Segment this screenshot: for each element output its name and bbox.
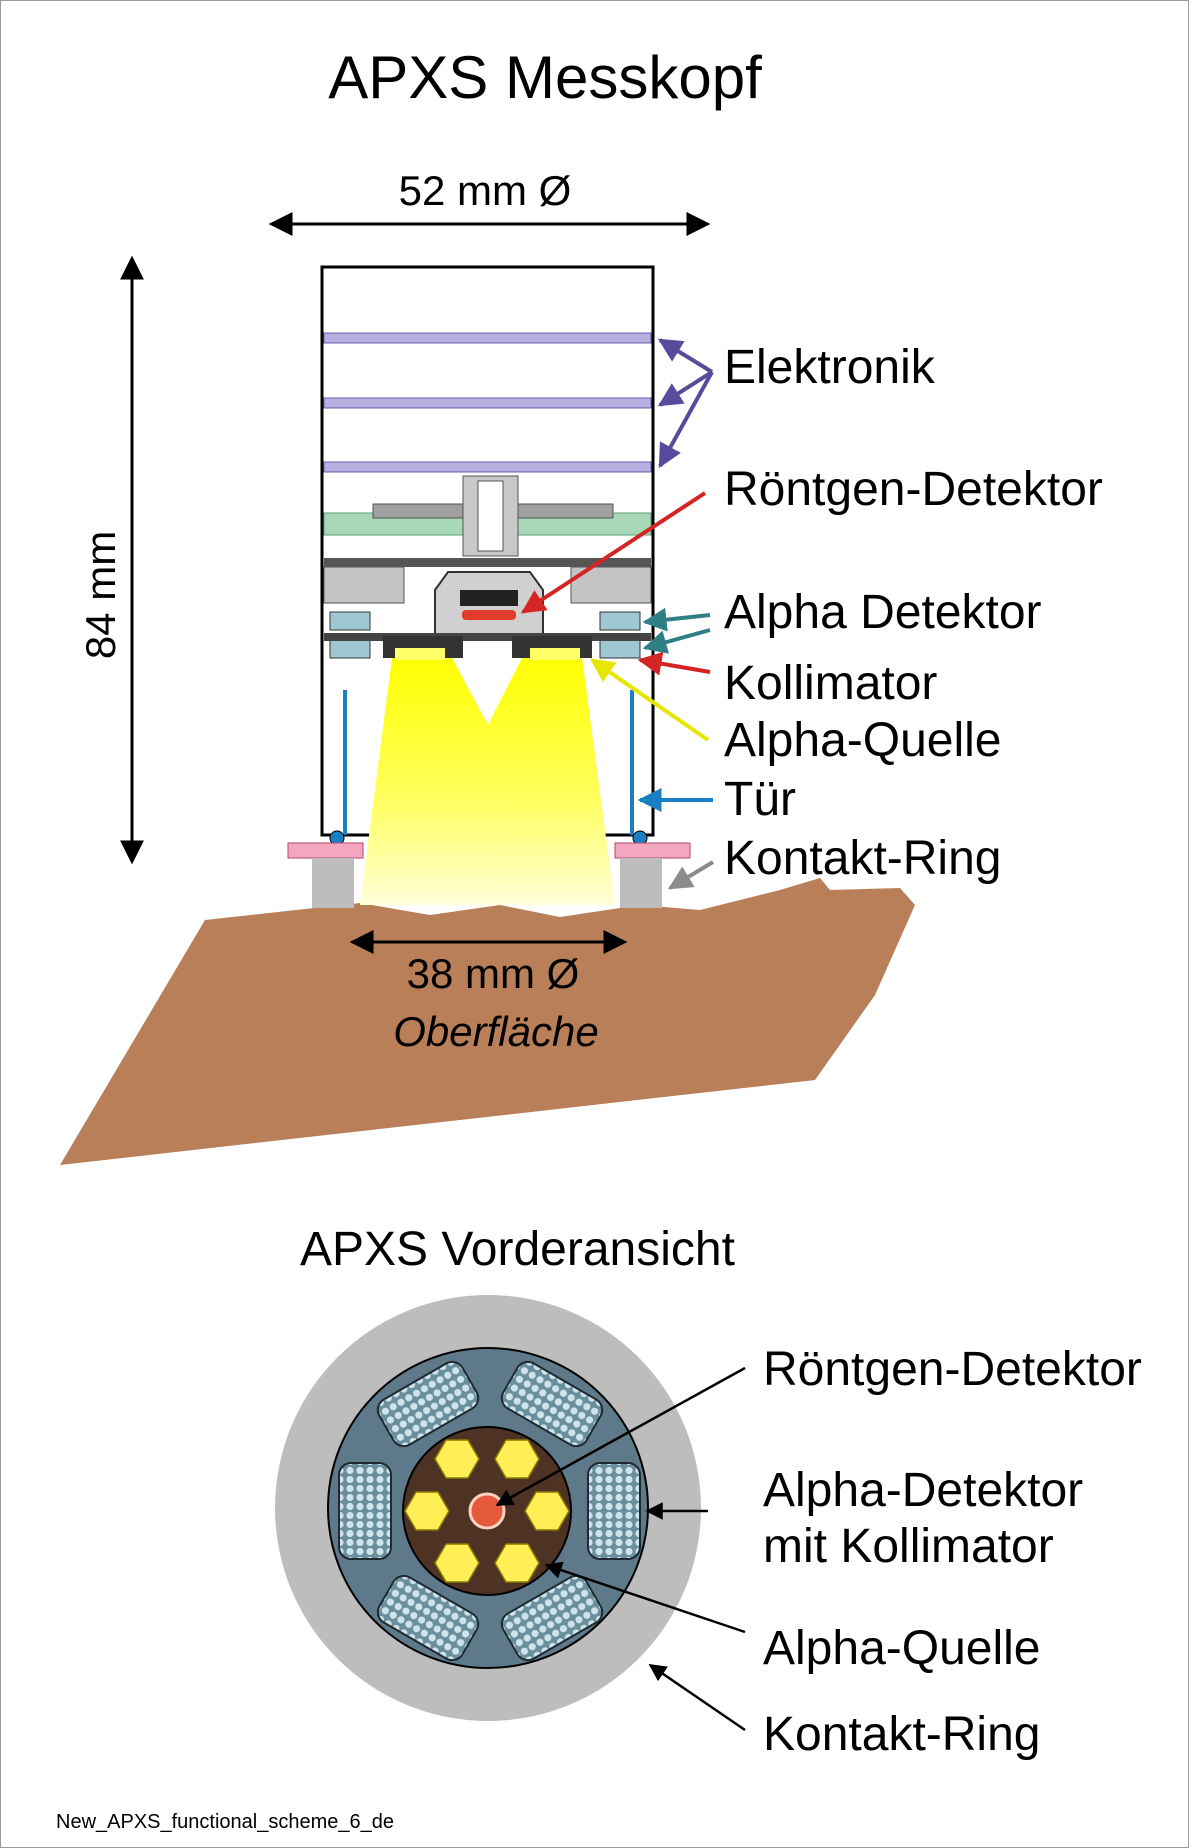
contact-ring-label: Kontakt-Ring	[724, 832, 1001, 885]
front-xray-leader	[495, 1366, 746, 1507]
alpha-detector-pad	[587, 1462, 641, 1560]
front-alpha-source-leader	[544, 1561, 746, 1634]
collimator-label: Kollimator	[724, 657, 937, 710]
front-contact-ring-leader	[648, 1663, 746, 1732]
alpha-detector	[599, 639, 641, 659]
front-contact-ring-label: Kontakt-Ring	[763, 1708, 1040, 1761]
electronics-board	[323, 397, 652, 409]
contact-ring-flange	[614, 842, 691, 859]
alpha-source-hex	[494, 1439, 540, 1479]
alpha-source	[530, 648, 580, 660]
alpha-source-hex	[494, 1543, 540, 1583]
xray-detector-leader	[520, 491, 707, 614]
electronics-label: Elektronik	[724, 341, 936, 394]
sensor-plate	[324, 558, 651, 567]
alpha-detector	[329, 611, 371, 631]
alpha-detector	[599, 611, 641, 631]
electronics-leader	[658, 371, 714, 469]
collimator-leader	[637, 651, 711, 676]
electronics-leader	[657, 370, 714, 407]
alpha-detector-pads	[338, 1360, 641, 1662]
xray-detector-label: Röntgen-Detektor	[724, 463, 1103, 516]
detector-stem-core	[477, 480, 504, 552]
front-xray-detector	[468, 1492, 506, 1530]
alpha-detector-pad	[500, 1360, 604, 1448]
front-alpha-source-label: Alpha-Quelle	[763, 1622, 1041, 1675]
alpha-source-hex	[434, 1439, 480, 1479]
contact-ring-leader	[667, 860, 715, 890]
surface-soil	[60, 878, 915, 1165]
door-label: Tür	[724, 773, 796, 826]
alpha-detector-leader	[642, 628, 711, 654]
alpha-detector-pad	[338, 1462, 392, 1560]
alpha-source	[395, 648, 445, 660]
alpha-detector	[329, 639, 371, 659]
alpha-beam	[360, 658, 615, 905]
alpha-sources	[404, 1439, 570, 1583]
surface-label: Oberfläche	[393, 1008, 598, 1055]
alpha-source-leader	[590, 658, 710, 742]
contact-ring	[312, 858, 354, 908]
electronics-board	[323, 461, 652, 473]
alpha-source-hex	[434, 1543, 480, 1583]
source-filename: New_APXS_functional_scheme_6_de	[56, 1811, 394, 1833]
alpha-detector-pad	[500, 1574, 604, 1662]
alpha-source-hex	[404, 1491, 450, 1531]
width-dimension-label: 52 mm Ø	[399, 167, 572, 214]
alpha-detector-pad	[376, 1574, 480, 1662]
height-dimension-label: 84 mm	[77, 531, 124, 659]
contact-ring-flange	[287, 842, 364, 859]
xray-detector-window	[462, 610, 516, 620]
contact-ring	[620, 858, 662, 908]
alpha-detector-pad	[376, 1360, 480, 1448]
xray-detector-crystal	[460, 590, 518, 606]
beam-diameter-label: 38 mm Ø	[407, 950, 580, 997]
alpha-detector-label: Alpha Detektor	[724, 586, 1042, 639]
front-alpha-detector-label-line1: Alpha-Detektor	[763, 1464, 1083, 1517]
page-title: APXS Messkopf	[328, 44, 762, 111]
front-alpha-detector-label-line2: mit Kollimator	[763, 1520, 1054, 1573]
front-xray-label: Röntgen-Detektor	[763, 1343, 1142, 1396]
electronics-board	[323, 332, 652, 344]
collimator	[324, 633, 651, 641]
sensor-block	[570, 566, 652, 604]
electronics-leader	[657, 338, 714, 374]
alpha-source-hex	[524, 1491, 570, 1531]
alpha-detector-leader	[642, 607, 711, 632]
front-view-title: APXS Vorderansicht	[300, 1223, 735, 1276]
sensor-block	[323, 566, 405, 604]
alpha-source-label: Alpha-Quelle	[724, 714, 1002, 767]
